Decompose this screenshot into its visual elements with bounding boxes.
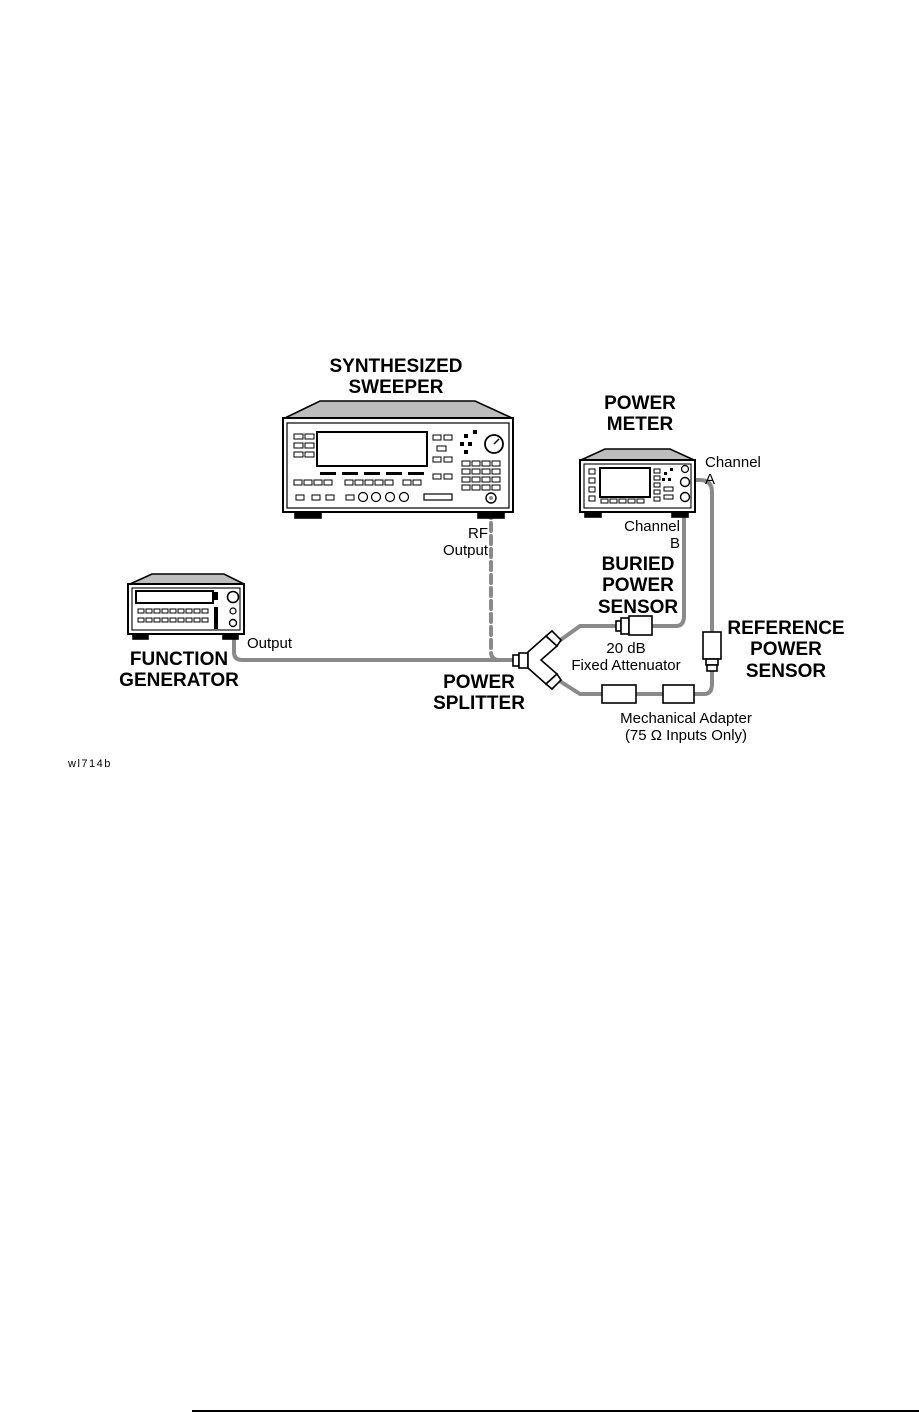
mechanical-adapter-label-line1: Mechanical Adapter <box>596 711 776 728</box>
power-splitter-label-line1: POWER <box>424 672 534 693</box>
channel-a-label: Channel A <box>705 455 761 489</box>
attenuator-label: 20 dB Fixed Attenuator <box>556 641 696 675</box>
reference-sensor-label-line2: POWER <box>726 639 846 660</box>
buried-power-sensor-component <box>616 616 652 635</box>
power-meter-label-line1: POWER <box>590 393 690 414</box>
sweeper-label-line1: SYNTHESIZED <box>316 356 476 377</box>
cable-adapter-to-reference <box>694 670 712 694</box>
rf-output-label: RF Output <box>420 526 488 560</box>
reference-power-sensor-component <box>703 632 721 671</box>
sweeper-label-line2: SWEEPER <box>316 377 476 398</box>
attenuator-label-line1: 20 dB <box>556 641 696 658</box>
attenuator-label-line2: Fixed Attenuator <box>556 658 696 675</box>
synthesized-sweeper-instrument <box>283 401 513 518</box>
mechanical-adapter-label: Mechanical Adapter (75 Ω Inputs Only) <box>596 711 776 745</box>
buried-sensor-label-line2: POWER <box>588 575 688 596</box>
mechanical-adapter-label-line2: (75 Ω Inputs Only) <box>596 728 776 745</box>
rf-output-label-line2: Output <box>420 543 488 560</box>
generator-output-label: Output <box>247 636 292 653</box>
function-generator-instrument <box>128 574 244 639</box>
reference-sensor-label-line3: SENSOR <box>726 661 846 682</box>
figure-id-label: wl714b <box>68 758 112 770</box>
channel-b-label-line2: B <box>600 536 680 553</box>
buried-sensor-label-line3: SENSOR <box>588 597 688 618</box>
function-generator-label-line1: FUNCTION <box>112 649 246 670</box>
power-meter-label-line2: METER <box>590 414 690 435</box>
channel-a-label-line2: A <box>705 472 761 489</box>
power-meter-instrument <box>580 449 695 517</box>
sweeper-label: SYNTHESIZED SWEEPER <box>316 356 476 399</box>
channel-b-label: Channel B <box>600 519 680 553</box>
cable-splitter-to-adapter <box>555 678 602 694</box>
power-splitter-label: POWER SPLITTER <box>424 672 534 715</box>
power-meter-label: POWER METER <box>590 393 690 436</box>
channel-a-label-line1: Channel <box>705 455 761 472</box>
rf-output-label-line1: RF <box>420 526 488 543</box>
power-splitter-label-line2: SPLITTER <box>424 693 534 714</box>
reference-sensor-label-line1: REFERENCE <box>726 618 846 639</box>
channel-b-label-line1: Channel <box>600 519 680 536</box>
function-generator-label-line2: GENERATOR <box>112 670 246 691</box>
buried-sensor-label-line1: BURIED <box>588 554 688 575</box>
reference-sensor-label: REFERENCE POWER SENSOR <box>726 618 846 682</box>
footer-rule <box>192 1410 919 1412</box>
buried-sensor-label: BURIED POWER SENSOR <box>588 554 688 618</box>
cable-sweeper-to-splitter <box>491 510 516 660</box>
function-generator-label: FUNCTION GENERATOR <box>112 649 246 692</box>
